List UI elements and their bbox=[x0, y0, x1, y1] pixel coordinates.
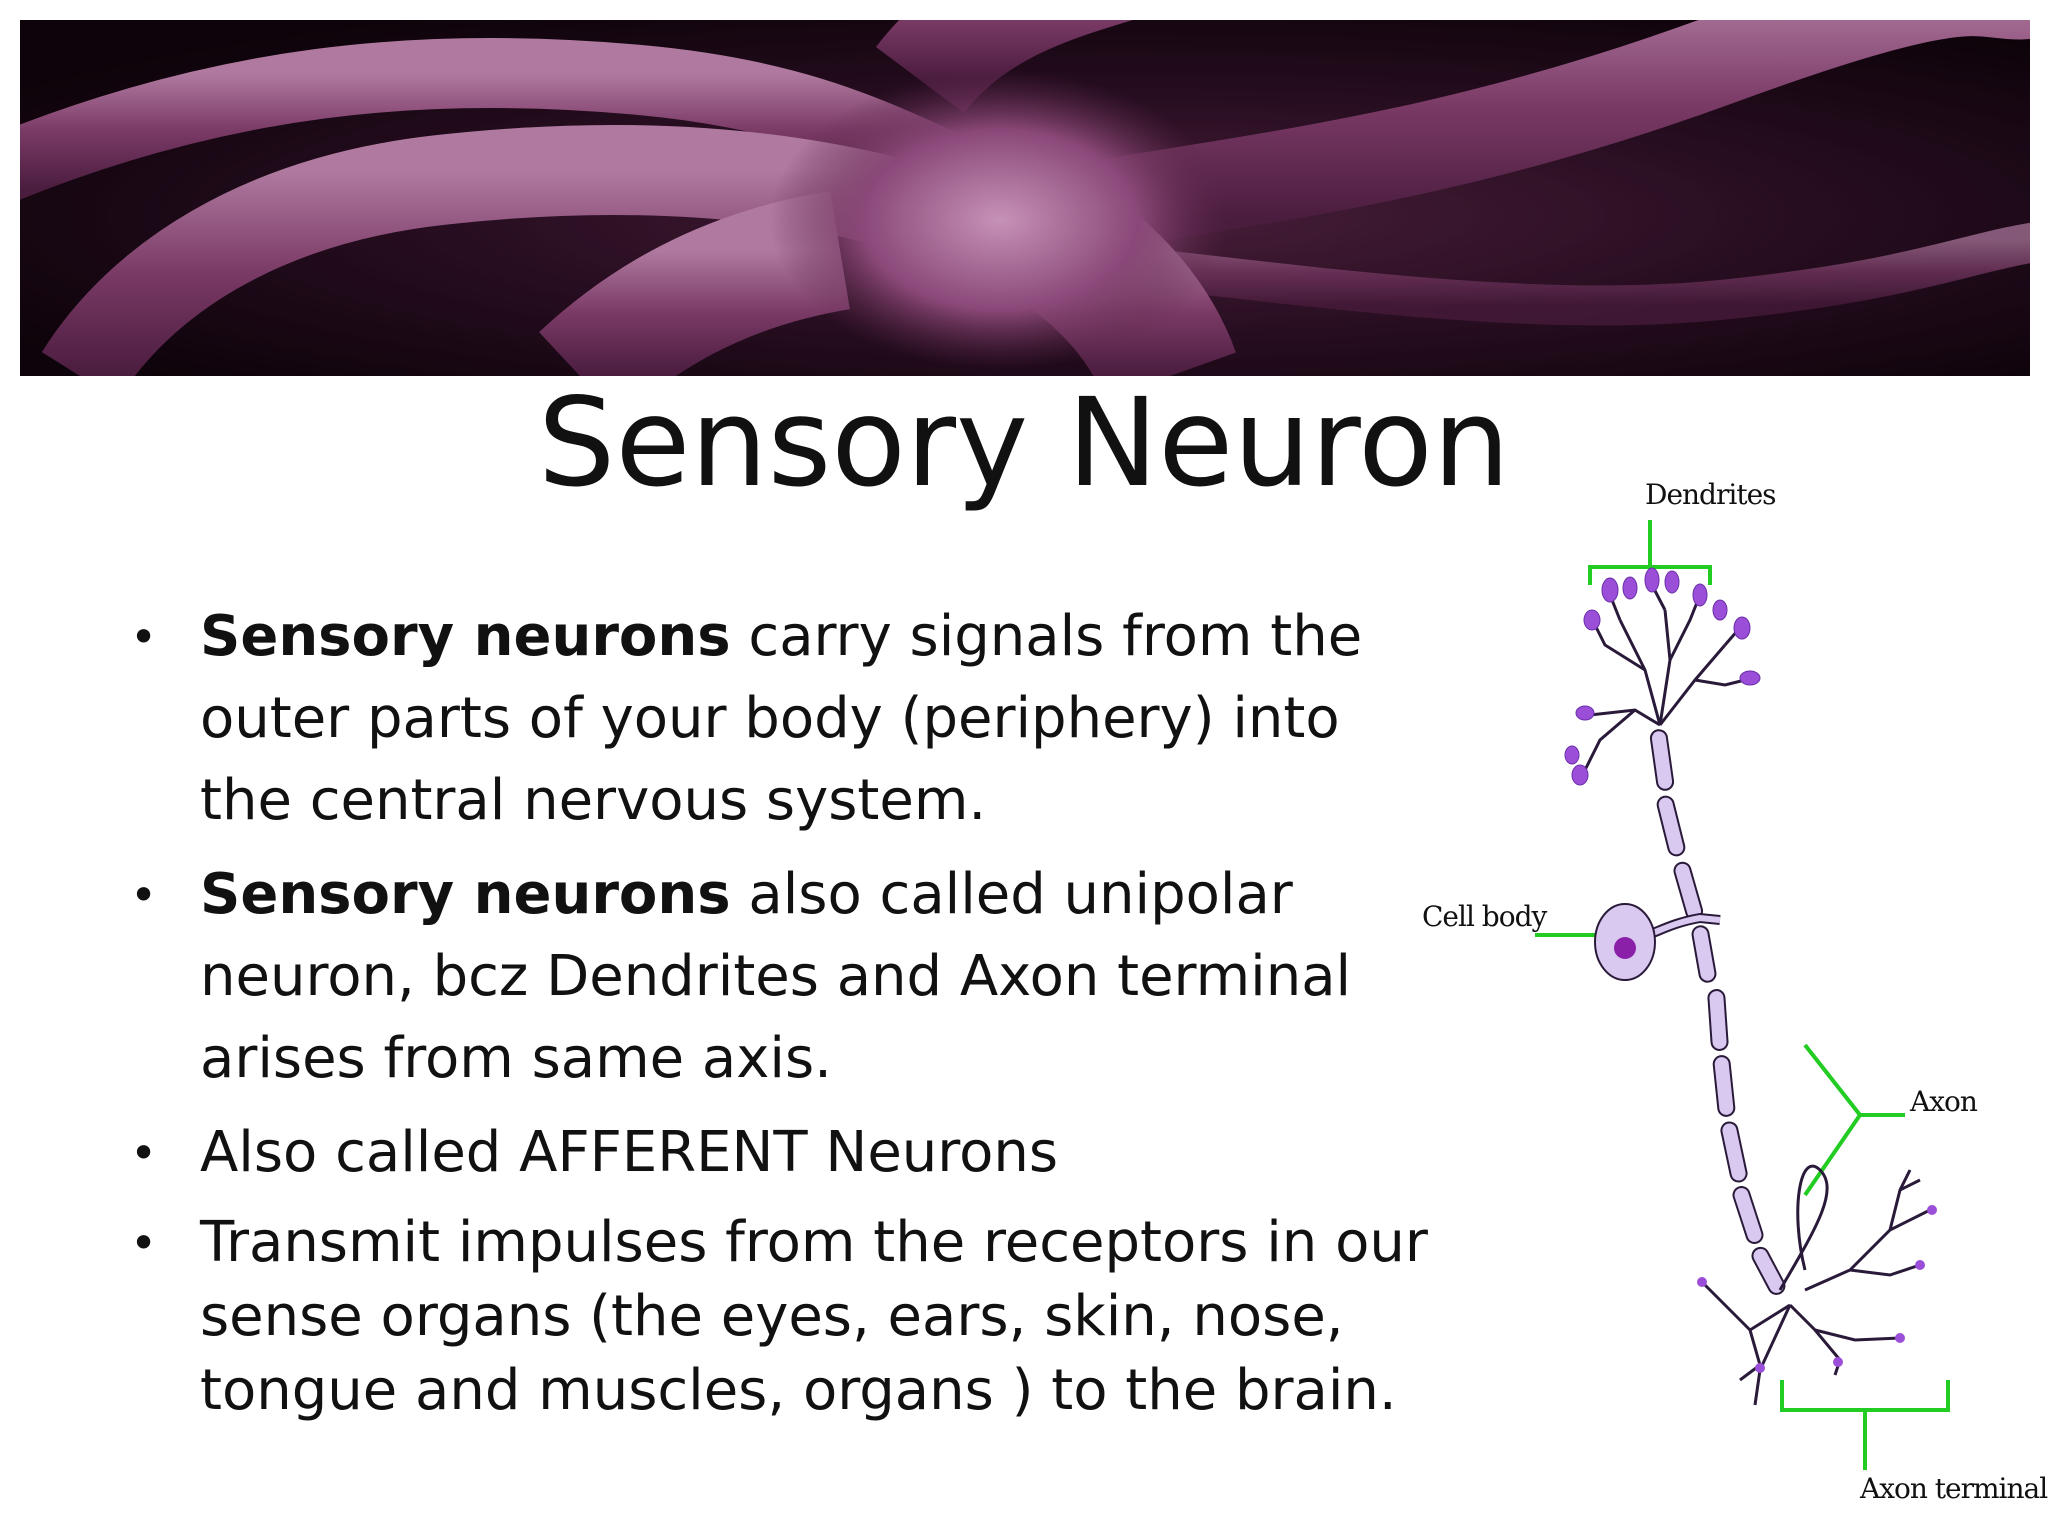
axon-terminal-branches bbox=[1703, 1164, 1931, 1406]
dendrites-label: Dendrites bbox=[1645, 478, 1777, 511]
cell-body-label: Cell body bbox=[1422, 900, 1547, 933]
bullet-item: • Sensory neurons carry signals from the… bbox=[130, 596, 1430, 842]
axon-terminal-label: Axon terminal bbox=[1860, 1472, 2048, 1505]
axon-bracket bbox=[1803, 1043, 1863, 1197]
bullet-text: Also called AFFERENT Neurons bbox=[200, 1120, 1058, 1185]
axon-terminal-bracket bbox=[1780, 1380, 1950, 1412]
sensory-neuron-diagram: Dendrites Cell body Axon Axon terminal bbox=[1420, 470, 2048, 1530]
dendrites-bracket bbox=[1588, 565, 1712, 585]
bullet-marker: • bbox=[130, 610, 158, 664]
axon-label: Axon bbox=[1910, 1085, 1978, 1118]
terminal-tips bbox=[1697, 1205, 1937, 1373]
bullet-bold-term: Sensory neurons bbox=[200, 862, 731, 927]
bullet-marker: • bbox=[130, 868, 158, 922]
neuron-illustration bbox=[1535, 520, 1950, 1470]
banner-neuron-fibers bbox=[20, 20, 2030, 376]
bullet-list: • Sensory neurons carry signals from the… bbox=[130, 596, 1430, 1440]
bullet-item: • Sensory neurons also called unipolar n… bbox=[130, 854, 1430, 1100]
bullet-bold-term: Sensory neurons bbox=[200, 604, 731, 669]
neuron-banner-image bbox=[20, 20, 2030, 376]
bullet-item: • Also called AFFERENT Neurons bbox=[130, 1112, 1430, 1194]
nucleus bbox=[1614, 937, 1636, 959]
bullet-marker: • bbox=[130, 1216, 158, 1270]
bullet-text: carry signals from the outer parts of yo… bbox=[200, 604, 1363, 833]
bullet-item: • Transmit impulses from the receptors i… bbox=[130, 1206, 1430, 1428]
bullet-marker: • bbox=[130, 1126, 158, 1180]
bullet-text: Transmit impulses from the receptors in … bbox=[200, 1210, 1428, 1423]
label-pointers bbox=[1535, 520, 1950, 1470]
bullet-text: also called unipolar neuron, bcz Dendrit… bbox=[200, 862, 1352, 1091]
dendrite-tips bbox=[1564, 567, 1761, 786]
slide-title: Sensory Neuron bbox=[537, 372, 1511, 514]
myelinated-axon bbox=[1649, 729, 1786, 1295]
